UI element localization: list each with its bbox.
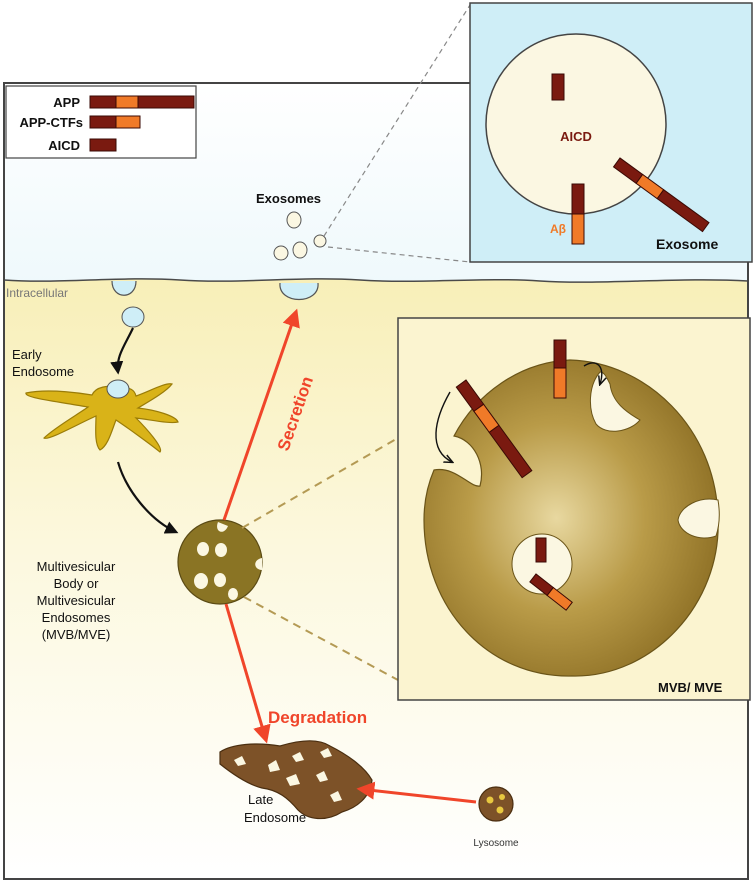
intraluminal-vesicle [228, 588, 238, 600]
small-mvb-body [177, 519, 263, 605]
exosomes-label: Exosomes [256, 191, 321, 206]
lysosome-body [478, 786, 514, 822]
late-endosome-label-2: Endosome [244, 810, 306, 825]
aicd-fragment [535, 537, 547, 563]
legend-app-label: APP [53, 95, 80, 110]
endocytosis-arrow [110, 327, 134, 375]
lysosome: Lysosome [473, 786, 519, 849]
late-endosome-vesicle [320, 748, 332, 758]
exosome-aicd-label: AICD [560, 129, 592, 144]
mvb-label-line: Endosomes [42, 610, 111, 625]
endocytic-bud [111, 280, 137, 296]
early-endosome-body [25, 383, 179, 453]
mvb-label-line: Multivesicular [37, 559, 116, 574]
lysosome-granule [496, 806, 504, 814]
exosome-inset: AICD Aβ Exosome [469, 2, 753, 263]
legend-ctfs-label: APP-CTFs [19, 115, 83, 130]
inward-budding-arrow [435, 391, 452, 462]
lysosome-fusion-arrow [356, 781, 477, 804]
app-membrane-segment [571, 183, 585, 215]
mvb-label: Multivesicular Body or Multivesicular En… [37, 559, 116, 642]
aicd-fragment [551, 73, 565, 101]
lysosome-granule [486, 796, 494, 804]
late-endosome-label-1: Late [248, 792, 273, 807]
exosome-inset-title: Exosome [656, 236, 718, 252]
intraluminal-vesicle [214, 573, 226, 587]
app-segment [656, 189, 710, 233]
degradation-arrow [224, 603, 271, 744]
late-endosome-vesicle [292, 752, 304, 762]
late-endosome-vesicle [268, 760, 280, 772]
early-endosome-vesicle [106, 379, 130, 399]
exosome-vesicle [273, 245, 289, 261]
mvb-zoom-line [243, 596, 399, 681]
early-endosome-label-1: Early [12, 347, 42, 362]
legend-aicd-label: AICD [48, 138, 80, 153]
app-full-length-mvb [455, 379, 533, 479]
legend-app-bar [89, 95, 195, 109]
intraluminal-vesicle [215, 543, 227, 557]
app-segment [488, 424, 533, 479]
invagination [217, 522, 228, 532]
legend-box: APP APP-CTFs AICD [5, 85, 197, 159]
maturation-arrow [116, 461, 179, 534]
abeta-segment [571, 213, 585, 245]
intraluminal-vesicle-large [511, 533, 573, 595]
endocytic-vesicle [121, 306, 145, 328]
early-endosome: Early Endosome [12, 347, 179, 453]
late-endosome-vesicle [330, 791, 342, 802]
late-endosome-vesicle [286, 774, 300, 786]
ctf-segment [546, 586, 573, 611]
mvb-label-line: (MVB/MVE) [42, 627, 111, 642]
exosome-vesicle [292, 241, 308, 259]
mvb-inset-title: MVB/ MVE [658, 680, 723, 695]
late-endosome: Late Endosome [219, 740, 373, 825]
mvb-label-line: Multivesicular [37, 593, 116, 608]
intraluminal-vesicle [194, 573, 208, 589]
invagination [255, 558, 262, 570]
exosome-vesicle [313, 234, 327, 248]
exosomes-group: Exosomes [256, 191, 327, 261]
mvb-zoom-line [241, 437, 399, 529]
exosome-zoom-line [323, 4, 471, 237]
mvb-label-line: Body or [54, 576, 99, 591]
inward-bud [590, 371, 641, 432]
legend-aicd-bar [89, 138, 117, 152]
abeta-label: Aβ [550, 222, 566, 236]
legend-app-segment [115, 95, 139, 109]
exosome-vesicle [286, 211, 302, 229]
app-ctf-in-vesicle [529, 573, 573, 611]
degradation-label: Degradation [268, 708, 367, 727]
exosome-zoom-line [327, 246, 471, 263]
lysosome-label: Lysosome [473, 838, 519, 849]
intracellular-label: Intracellular [6, 286, 68, 300]
app-ctf-membrane [553, 339, 567, 369]
legend-ctfs-segment [115, 115, 141, 129]
early-endosome-label-2: Endosome [12, 364, 74, 379]
inward-bud [677, 498, 720, 539]
late-endosome-vesicle [234, 756, 246, 766]
exocytic-fusion-site [279, 282, 319, 301]
app-ctf-membrane-segment [553, 367, 567, 399]
mvb-inset: MVB/ MVE [397, 317, 751, 701]
intraluminal-vesicle [197, 542, 209, 556]
app-full-length [612, 157, 710, 233]
small-mvb [177, 519, 263, 605]
lysosome-granule [499, 794, 505, 800]
secretion-arrow [222, 308, 300, 521]
late-endosome-vesicle [316, 771, 328, 782]
inward-budding-arrow [583, 362, 602, 384]
zoom-lines [241, 4, 471, 681]
plasma-membrane [3, 278, 749, 283]
